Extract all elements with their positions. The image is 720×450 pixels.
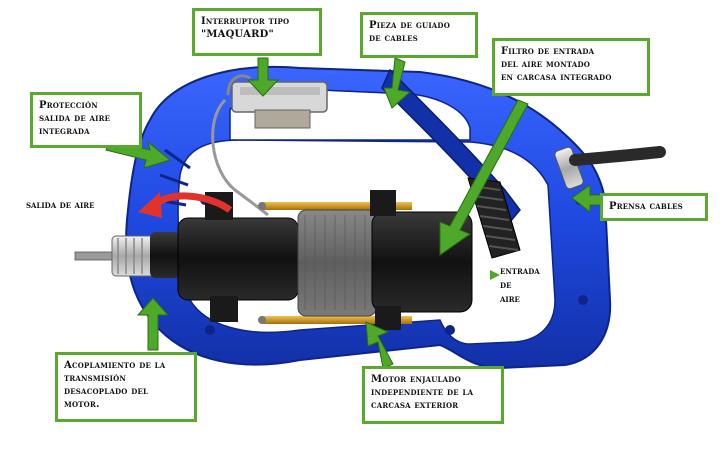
label-salida-aire: salida de aire bbox=[26, 200, 95, 211]
callout-filtro: Filtro de entrada del aire montado en ca… bbox=[492, 38, 650, 96]
air-filter-icon bbox=[467, 177, 521, 259]
switch-icon bbox=[226, 74, 328, 129]
callout-pieza-guiado: Pieza de guiado de cables bbox=[360, 12, 478, 58]
callout-interruptor: Interruptor tipo "MAQUARD" bbox=[192, 8, 322, 56]
callout-motor: Motor enjaulado independiente de la carc… bbox=[362, 366, 504, 424]
callout-proteccion: Protección salida de aire integrada bbox=[30, 92, 142, 148]
air-outlet-arrow bbox=[138, 192, 233, 218]
callout-prensa-cables: Prensa cables bbox=[600, 193, 708, 221]
motor-icon bbox=[74, 190, 473, 330]
callout-acoplamiento: Acoplamiento de la transmisión desacopla… bbox=[55, 352, 197, 422]
air-inlet-arrows bbox=[490, 270, 500, 280]
label-entrada-aire: entrada de aire bbox=[500, 266, 540, 305]
power-cable bbox=[569, 146, 666, 166]
